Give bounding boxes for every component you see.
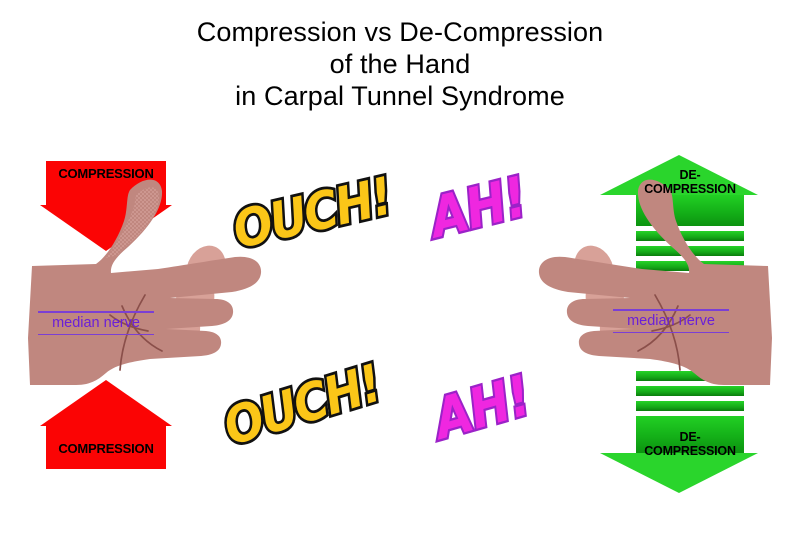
compression-arrow-bottom-shaft xyxy=(46,426,166,469)
left-hand-svg xyxy=(28,179,262,385)
left-hand-palm-creases xyxy=(109,294,163,371)
decompression-arrow-bottom-head xyxy=(600,453,758,493)
right-hand-illustration xyxy=(450,165,790,415)
title-line-2: of the Hand xyxy=(329,49,471,79)
decompression-arrow-top-head xyxy=(600,155,758,195)
decompression-arrow-bottom-bar-1 xyxy=(636,371,744,381)
decompression-arrow-bottom-shaft xyxy=(636,416,744,453)
left-hand-thumb-texture xyxy=(106,187,160,258)
left-hand-illustration xyxy=(10,165,350,415)
right-hand-svg xyxy=(538,179,772,385)
right-hand-palm xyxy=(538,179,772,385)
compression-arrow-bottom-head xyxy=(40,380,172,426)
decompression-arrow-bottom-bar-3 xyxy=(636,401,744,411)
page-title: Compression vs De-Compression of the Han… xyxy=(0,16,800,112)
title-line-3: in Carpal Tunnel Syndrome xyxy=(235,81,565,111)
title-line-1: Compression vs De-Compression xyxy=(196,17,604,47)
decompression-arrow-top-bar-1 xyxy=(636,231,744,241)
decompression-arrow-bottom-bar-2 xyxy=(636,386,744,396)
